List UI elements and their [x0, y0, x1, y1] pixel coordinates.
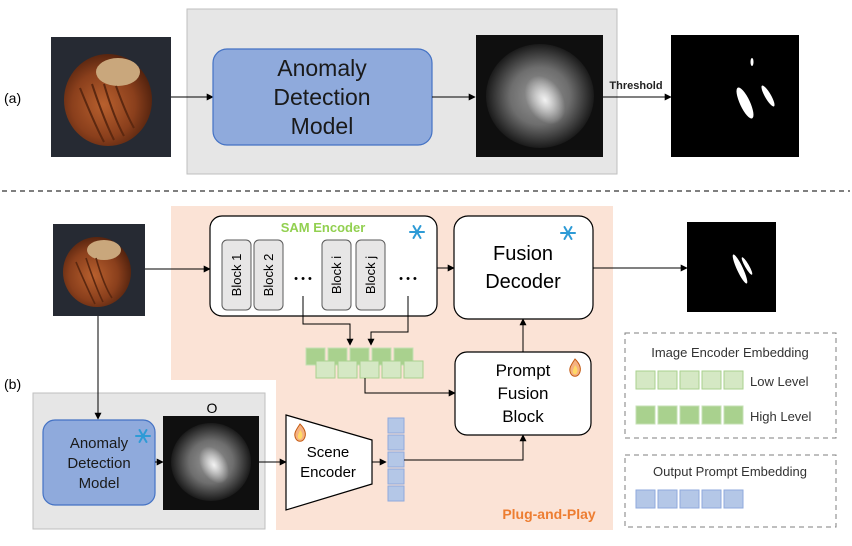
block-j: [355, 239, 386, 311]
plug-and-play-label: Plug-and-Play: [502, 506, 596, 522]
block-1: [221, 239, 252, 311]
scene-encoder-line-1: Scene: [307, 444, 350, 461]
scene-prompt-embeddings: [387, 417, 405, 502]
input-hazelnut-image-a: [51, 37, 171, 157]
part-a-label: (a): [4, 90, 21, 106]
model-a-line-2: Detection: [273, 84, 370, 110]
prompt-fusion-line-1: Prompt: [496, 361, 551, 380]
part-b-label: (b): [4, 376, 21, 392]
flame-icon: [294, 423, 306, 442]
block-2-label: Block 2: [261, 254, 276, 297]
anomaly-map-image-a: [476, 35, 603, 157]
model-a-line-3: Model: [291, 113, 354, 139]
block-j-label: Block j: [363, 256, 378, 294]
output-mask-image-b: [687, 222, 776, 312]
legend-image-encoder-title: Image Encoder Embedding: [651, 345, 809, 360]
threshold-label: Threshold: [609, 80, 662, 92]
arrow-embeddings-to-prompt-fusion: [364, 378, 456, 397]
block-i-label: Block i: [329, 256, 344, 294]
prompt-fusion-line-3: Block: [502, 407, 544, 426]
scene-encoder-box: [285, 414, 373, 511]
snowflake-icon: [409, 225, 425, 239]
legend-high-level-swatch: [635, 405, 744, 425]
fusion-decoder-line-2: Decoder: [485, 271, 561, 293]
scene-encoder-line-2: Encoder: [300, 464, 356, 481]
input-hazelnut-image-b: [53, 224, 145, 316]
snowflake-icon: [560, 226, 576, 240]
connector-block-to-embedding-1: [302, 296, 354, 346]
ellipsis-2: • • •: [399, 273, 417, 285]
flame-icon: [569, 358, 581, 377]
legend-low-level-label: Low Level: [750, 374, 809, 389]
arrow-prompt-embeddings-to-fusion: [404, 434, 527, 461]
block-i: [321, 239, 352, 311]
anomaly-map-image-b: [163, 416, 259, 510]
model-b-line-3: Model: [79, 475, 120, 492]
model-b-line-1: Anomaly: [70, 435, 129, 452]
sam-encoder-title: SAM Encoder: [281, 220, 366, 235]
anomaly-map-label: O: [207, 400, 218, 416]
legend-high-level-label: High Level: [750, 409, 812, 424]
model-b-line-2: Detection: [67, 455, 130, 472]
connector-block-to-embedding-2: [367, 296, 409, 346]
binary-mask-image-a: [671, 35, 799, 157]
legend-low-level-swatch: [635, 370, 744, 390]
legend-output-prompt-swatch: [635, 489, 744, 509]
legend-output-prompt-title: Output Prompt Embedding: [653, 464, 807, 479]
block-2: [253, 239, 284, 311]
fusion-decoder-box: [453, 215, 594, 320]
block-1-label: Block 1: [229, 254, 244, 297]
fusion-decoder-line-1: Fusion: [493, 243, 553, 265]
prompt-fusion-line-2: Fusion: [497, 384, 548, 403]
model-a-line-1: Anomaly: [277, 55, 367, 81]
ellipsis-1: • • •: [294, 273, 312, 285]
image-encoder-embeddings: [305, 347, 424, 379]
snowflake-icon: [135, 429, 151, 443]
